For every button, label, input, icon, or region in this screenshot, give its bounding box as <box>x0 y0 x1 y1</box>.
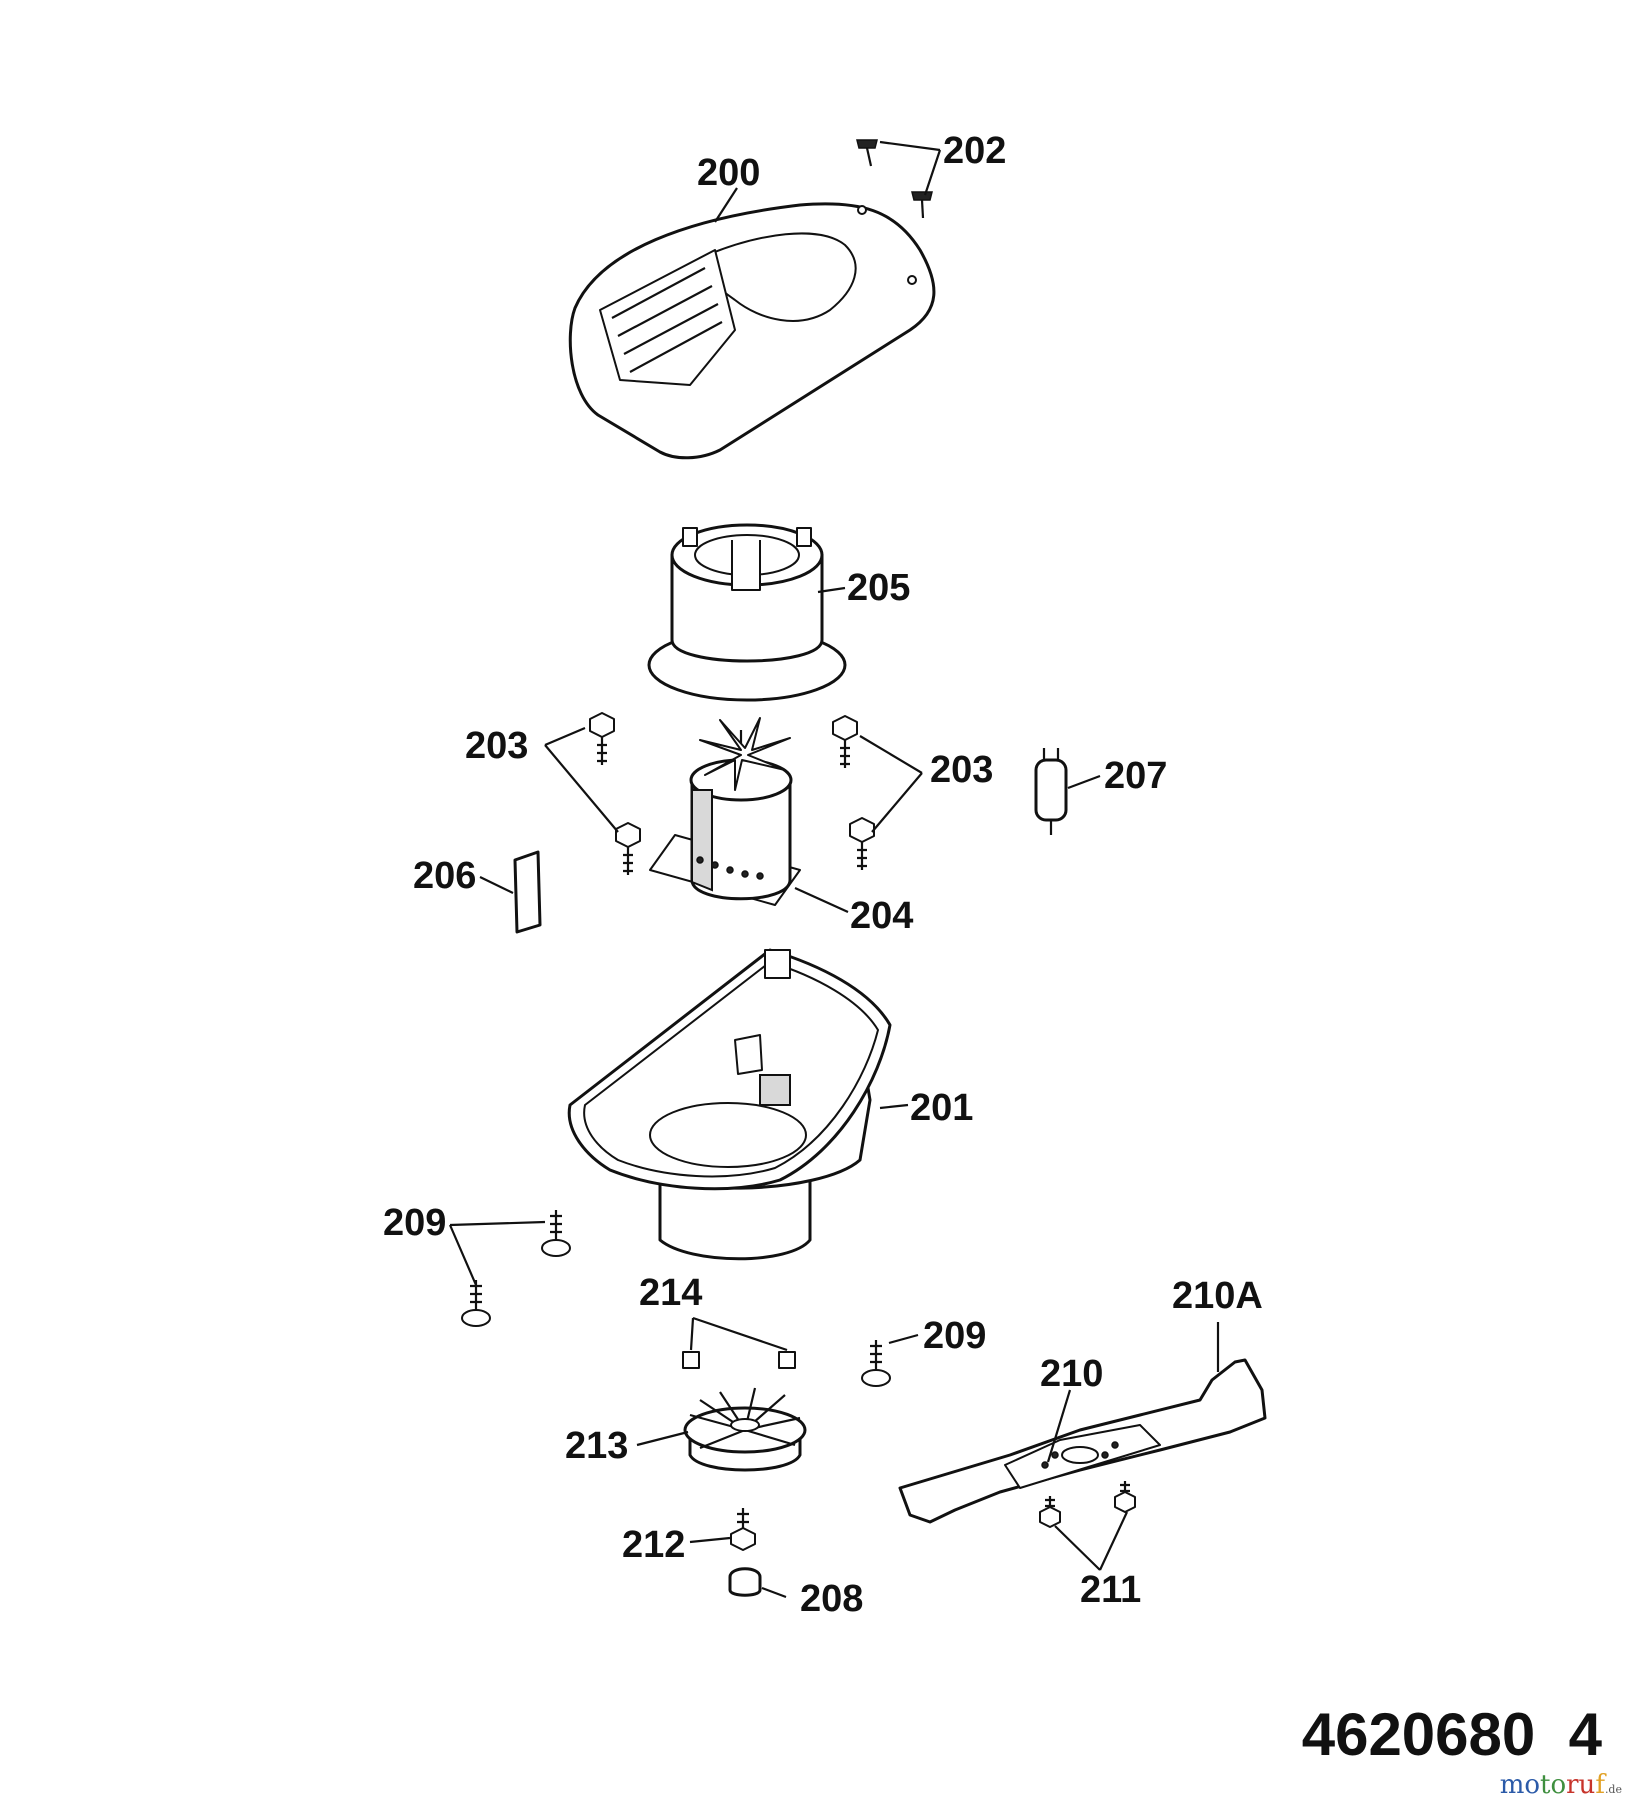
part-206-plate <box>513 850 542 934</box>
watermark-part-3: ru <box>1566 1770 1596 1800</box>
label-204: 204 <box>850 895 913 937</box>
part-201-housing <box>567 948 892 1261</box>
document-number: 4620680 4 <box>1301 1701 1602 1768</box>
part-205-fan-housing <box>647 523 847 702</box>
part-209-screw-right <box>861 1340 891 1387</box>
part-200-motor-cover <box>568 202 936 460</box>
label-208: 208 <box>800 1578 863 1620</box>
label-212: 212 <box>622 1524 685 1566</box>
watermark-logo: motoruf.de <box>1500 1770 1622 1800</box>
part-211-bolts <box>1039 1481 1136 1528</box>
watermark-part-4: f <box>1595 1770 1605 1800</box>
part-209-screws-left <box>461 1210 571 1327</box>
part-207-capacitor <box>1034 748 1068 835</box>
part-202-screws <box>856 139 933 219</box>
label-213: 213 <box>565 1425 628 1467</box>
label-214: 214 <box>639 1272 702 1314</box>
part-210-blade <box>898 1358 1267 1524</box>
label-207: 207 <box>1104 755 1167 797</box>
label-209-right: 209 <box>923 1315 986 1357</box>
label-201: 201 <box>910 1087 973 1129</box>
part-213-fan <box>683 1387 807 1472</box>
part-208-cap <box>728 1567 762 1597</box>
part-214-clips <box>682 1351 796 1369</box>
label-209-left: 209 <box>383 1202 446 1244</box>
label-211: 211 <box>1080 1569 1141 1611</box>
label-210A: 210A <box>1172 1275 1263 1317</box>
label-203-right: 203 <box>930 749 993 791</box>
watermark-tld: .de <box>1604 1783 1622 1796</box>
leader-lines <box>448 140 1220 1599</box>
label-200: 200 <box>697 152 760 194</box>
part-204-motor <box>649 717 801 906</box>
part-212-bolt <box>730 1508 756 1551</box>
label-202: 202 <box>943 130 1006 172</box>
part-203-screws <box>589 712 875 875</box>
label-206: 206 <box>413 855 476 897</box>
label-205: 205 <box>847 567 910 609</box>
watermark-part-1: mo <box>1499 1770 1541 1800</box>
part-number-labels: 200 202 205 203 203 207 206 204 201 209 … <box>383 130 1263 1620</box>
label-210: 210 <box>1040 1353 1103 1395</box>
watermark-part-2: to <box>1540 1770 1567 1800</box>
label-203-left: 203 <box>465 725 528 767</box>
